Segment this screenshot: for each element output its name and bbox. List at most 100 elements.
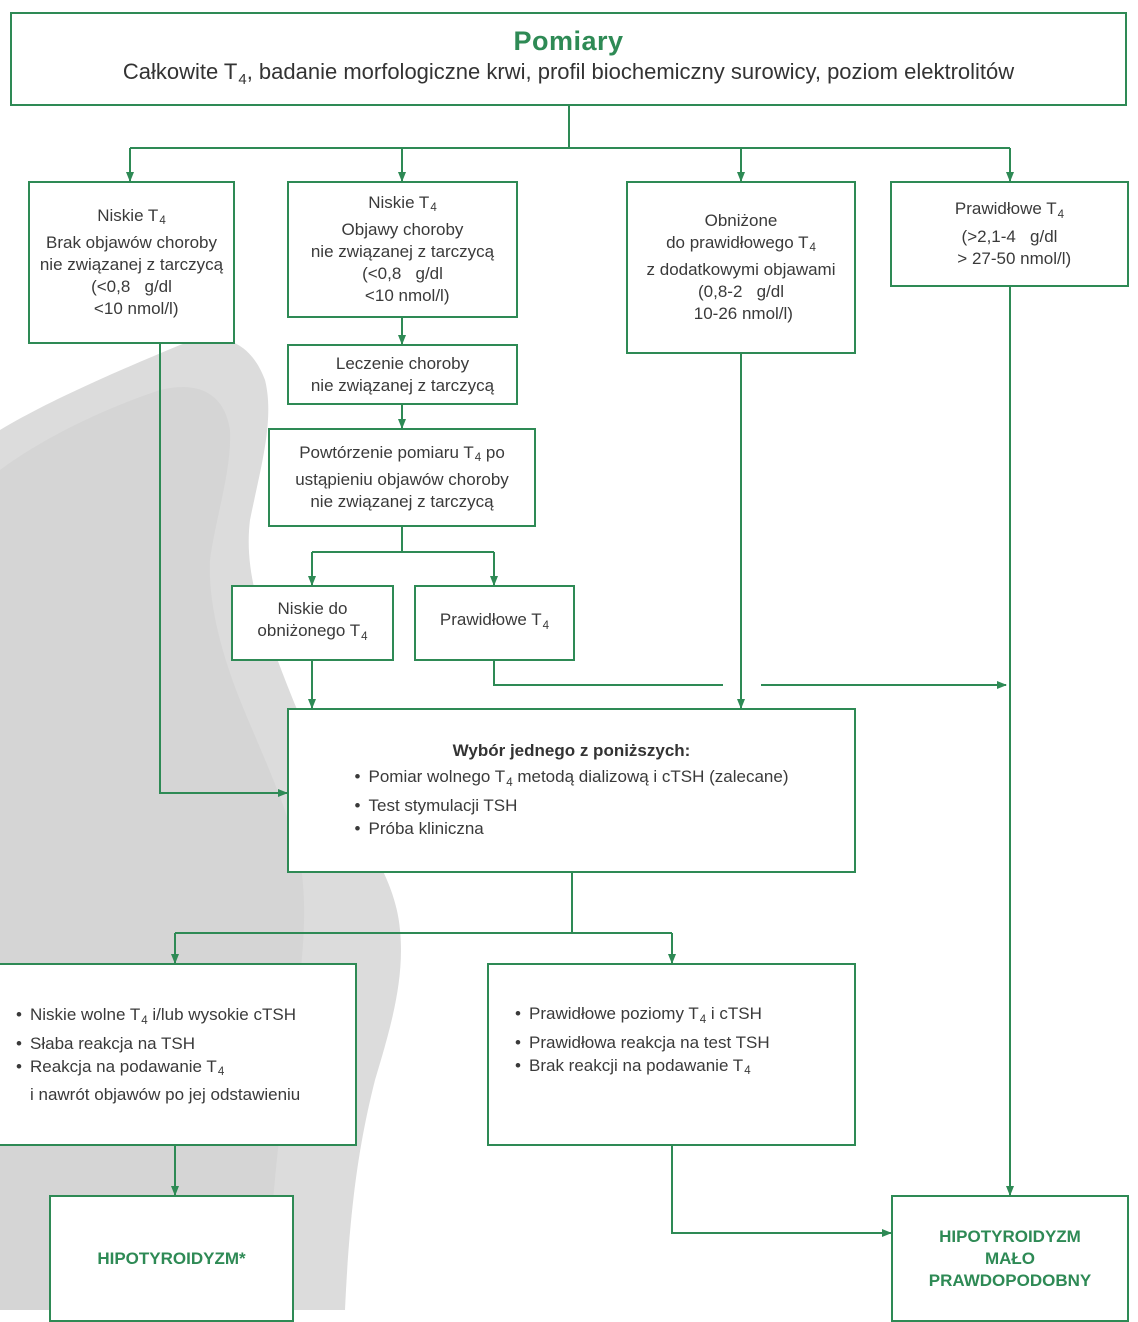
box-line: 10-26 nmol/l) bbox=[689, 303, 793, 325]
subscript: 4 bbox=[1057, 208, 1065, 221]
box-line: Niskie do bbox=[278, 598, 348, 620]
box-line: Powtórzenie pomiaru T4 po bbox=[299, 442, 505, 469]
subscript: 4 bbox=[699, 1013, 707, 1026]
box-line: Niskie T4 bbox=[97, 205, 166, 232]
hypothyroidism-unlikely-box: HIPOTYROIDYZM MAŁO PRAWDOPODOBNY bbox=[891, 1195, 1129, 1322]
box-line: (0,8-2 g/dl bbox=[698, 281, 784, 303]
normal-t4-box: Prawidłowe T4(>2,1-4 g/dl > 27-50 nmol/l… bbox=[890, 181, 1129, 287]
text-part: <10 nmol/l) bbox=[355, 286, 450, 306]
text-part: Prawidłowe T bbox=[439, 610, 542, 630]
text-part: nie związanej z tarczycą bbox=[39, 255, 224, 275]
text-part: i cTSH bbox=[706, 1004, 762, 1024]
text-part: Pomiar wolnego T bbox=[368, 767, 506, 787]
text-part: po bbox=[481, 442, 505, 462]
box-line: Niskie T4 bbox=[368, 192, 437, 219]
box-line: (<0,8 g/dl bbox=[362, 263, 443, 285]
arrow-low-no-symptoms-to-choice bbox=[159, 344, 288, 797]
box-line: (>2,1-4 g/dl bbox=[962, 226, 1058, 248]
box-line: nie związanej z tarczycą bbox=[311, 241, 494, 263]
result-right-list: Prawidłowe poziomy T4 i cTSHPrawidłowa r… bbox=[515, 1003, 770, 1081]
box-line: do prawidłowego T4 bbox=[666, 232, 816, 259]
result-right-content: Prawidłowe poziomy T4 i cTSHPrawidłowa r… bbox=[489, 1002, 770, 1082]
subscript: 4 bbox=[159, 215, 166, 228]
list-item: Test stymulacji TSH bbox=[354, 795, 788, 817]
text-part: nie związanej z tarczycą bbox=[310, 242, 495, 262]
text-part: 10-26 nmol/l) bbox=[689, 304, 793, 324]
subscript: 4 bbox=[506, 776, 513, 789]
subscript: 4 bbox=[361, 630, 368, 643]
text-part: Leczenie choroby bbox=[335, 353, 470, 373]
list-item: Pomiar wolnego T4 metodą dializową i cTS… bbox=[354, 766, 788, 793]
text-part: Niskie T bbox=[97, 205, 159, 225]
text-part: Brak reakcji na podawanie T bbox=[529, 1055, 744, 1075]
hypothyroidism-label: HIPOTYROIDYZM* bbox=[97, 1248, 246, 1268]
text-part: i/lub wysokie cTSH bbox=[147, 1005, 296, 1025]
text-part: Powtórzenie pomiaru T bbox=[299, 442, 474, 462]
arrow-result-right-to-unlikely bbox=[671, 1146, 892, 1237]
text-part: Prawidłowe T bbox=[954, 199, 1057, 219]
box-line: Brak objawów choroby bbox=[46, 232, 217, 254]
choice-list: Pomiar wolnego T4 metodą dializową i cTS… bbox=[354, 766, 788, 839]
list-item: Próba kliniczna bbox=[354, 818, 788, 840]
subscript: 4 bbox=[141, 1014, 148, 1027]
text-part: > 27-50 nmol/l) bbox=[947, 248, 1072, 268]
text-part: (<0,8 g/dl bbox=[91, 277, 172, 297]
text-part: <10 nmol/l) bbox=[84, 299, 179, 319]
box-line: Obniżone bbox=[705, 210, 778, 232]
hypothyroidism-box: HIPOTYROIDYZM* bbox=[49, 1195, 294, 1322]
list-item: Reakcja na podawanie T4 bbox=[16, 1056, 300, 1083]
text-part: Objawy choroby bbox=[341, 220, 464, 240]
text-part: Słaba reakcja na TSH bbox=[30, 1033, 196, 1053]
text-part: Niskie do bbox=[277, 599, 348, 619]
unlikely-line-3: PRAWDOPODOBNY bbox=[928, 1270, 1092, 1290]
text-part: Obniżone bbox=[704, 210, 778, 230]
text-part: Niskie T bbox=[368, 192, 430, 212]
connector-normal-small-right-a bbox=[493, 661, 723, 686]
choice-box: Wybór jednego z poniższych: Pomiar wolne… bbox=[287, 708, 856, 873]
box-line: <10 nmol/l) bbox=[355, 285, 450, 307]
subscript: 4 bbox=[744, 1064, 751, 1077]
result-left-box: Niskie wolne T4 i/lub wysokie cTSHSłaba … bbox=[0, 963, 357, 1146]
text-part: Prawidłowa reakcja na test TSH bbox=[529, 1032, 770, 1052]
measurements-box: Pomiary Całkowite T4, badanie morfologic… bbox=[10, 12, 1127, 106]
text-part: do prawidłowego T bbox=[666, 232, 809, 252]
normal-t4-small-box: Prawidłowe T4 bbox=[414, 585, 575, 661]
choice-content: Wybór jednego z poniższych: Pomiar wolne… bbox=[354, 740, 788, 840]
text-part: (>2,1-4 g/dl bbox=[961, 226, 1058, 246]
text-part: Reakcja na podawanie T bbox=[30, 1056, 217, 1076]
text-part: ustąpieniu objawów choroby bbox=[295, 470, 509, 490]
text-part: Próba kliniczna bbox=[368, 818, 484, 838]
subscript: 4 bbox=[474, 452, 482, 465]
measurements-title: Pomiary bbox=[513, 26, 624, 57]
box-line: Leczenie choroby bbox=[336, 353, 469, 375]
connector-choice-split bbox=[175, 873, 672, 934]
text-part: Test stymulacji TSH bbox=[368, 795, 518, 815]
result-right-box: Prawidłowe poziomy T4 i cTSHPrawidłowa r… bbox=[487, 963, 856, 1146]
box-line: (<0,8 g/dl bbox=[91, 276, 172, 298]
text-part: Niskie wolne T bbox=[30, 1005, 141, 1025]
result-left-content: Niskie wolne T4 i/lub wysokie cTSHSłaba … bbox=[0, 1003, 300, 1105]
text-part: Brak objawów choroby bbox=[45, 233, 218, 253]
subscript: 4 bbox=[809, 242, 816, 255]
box-line: nie związanej z tarczycą bbox=[310, 491, 493, 513]
text-part: nie związanej z tarczycą bbox=[310, 492, 494, 512]
result-left-continuation: i nawrót objawów po jej odstawieniu bbox=[30, 1084, 301, 1104]
list-item: Słaba reakcja na TSH bbox=[16, 1033, 300, 1055]
measurements-subtitle: Całkowite T4, badanie morfologiczne krwi… bbox=[122, 59, 1015, 88]
box-line: obniżonego T4 bbox=[257, 620, 367, 647]
box-line: Prawidłowe T4 bbox=[955, 198, 1064, 225]
unlikely-line-2: MAŁO bbox=[984, 1248, 1036, 1268]
unlikely-line-1: HIPOTYROIDYZM bbox=[939, 1226, 1081, 1246]
box-line: ustąpieniu objawów choroby bbox=[295, 469, 509, 491]
subscript: 4 bbox=[217, 1065, 225, 1078]
subscript: 4 bbox=[430, 202, 437, 215]
list-item: Niskie wolne T4 i/lub wysokie cTSH bbox=[16, 1004, 300, 1031]
choice-title: Wybór jednego z poniższych: bbox=[452, 741, 691, 761]
text-part: Prawidłowe poziomy T bbox=[529, 1004, 699, 1024]
